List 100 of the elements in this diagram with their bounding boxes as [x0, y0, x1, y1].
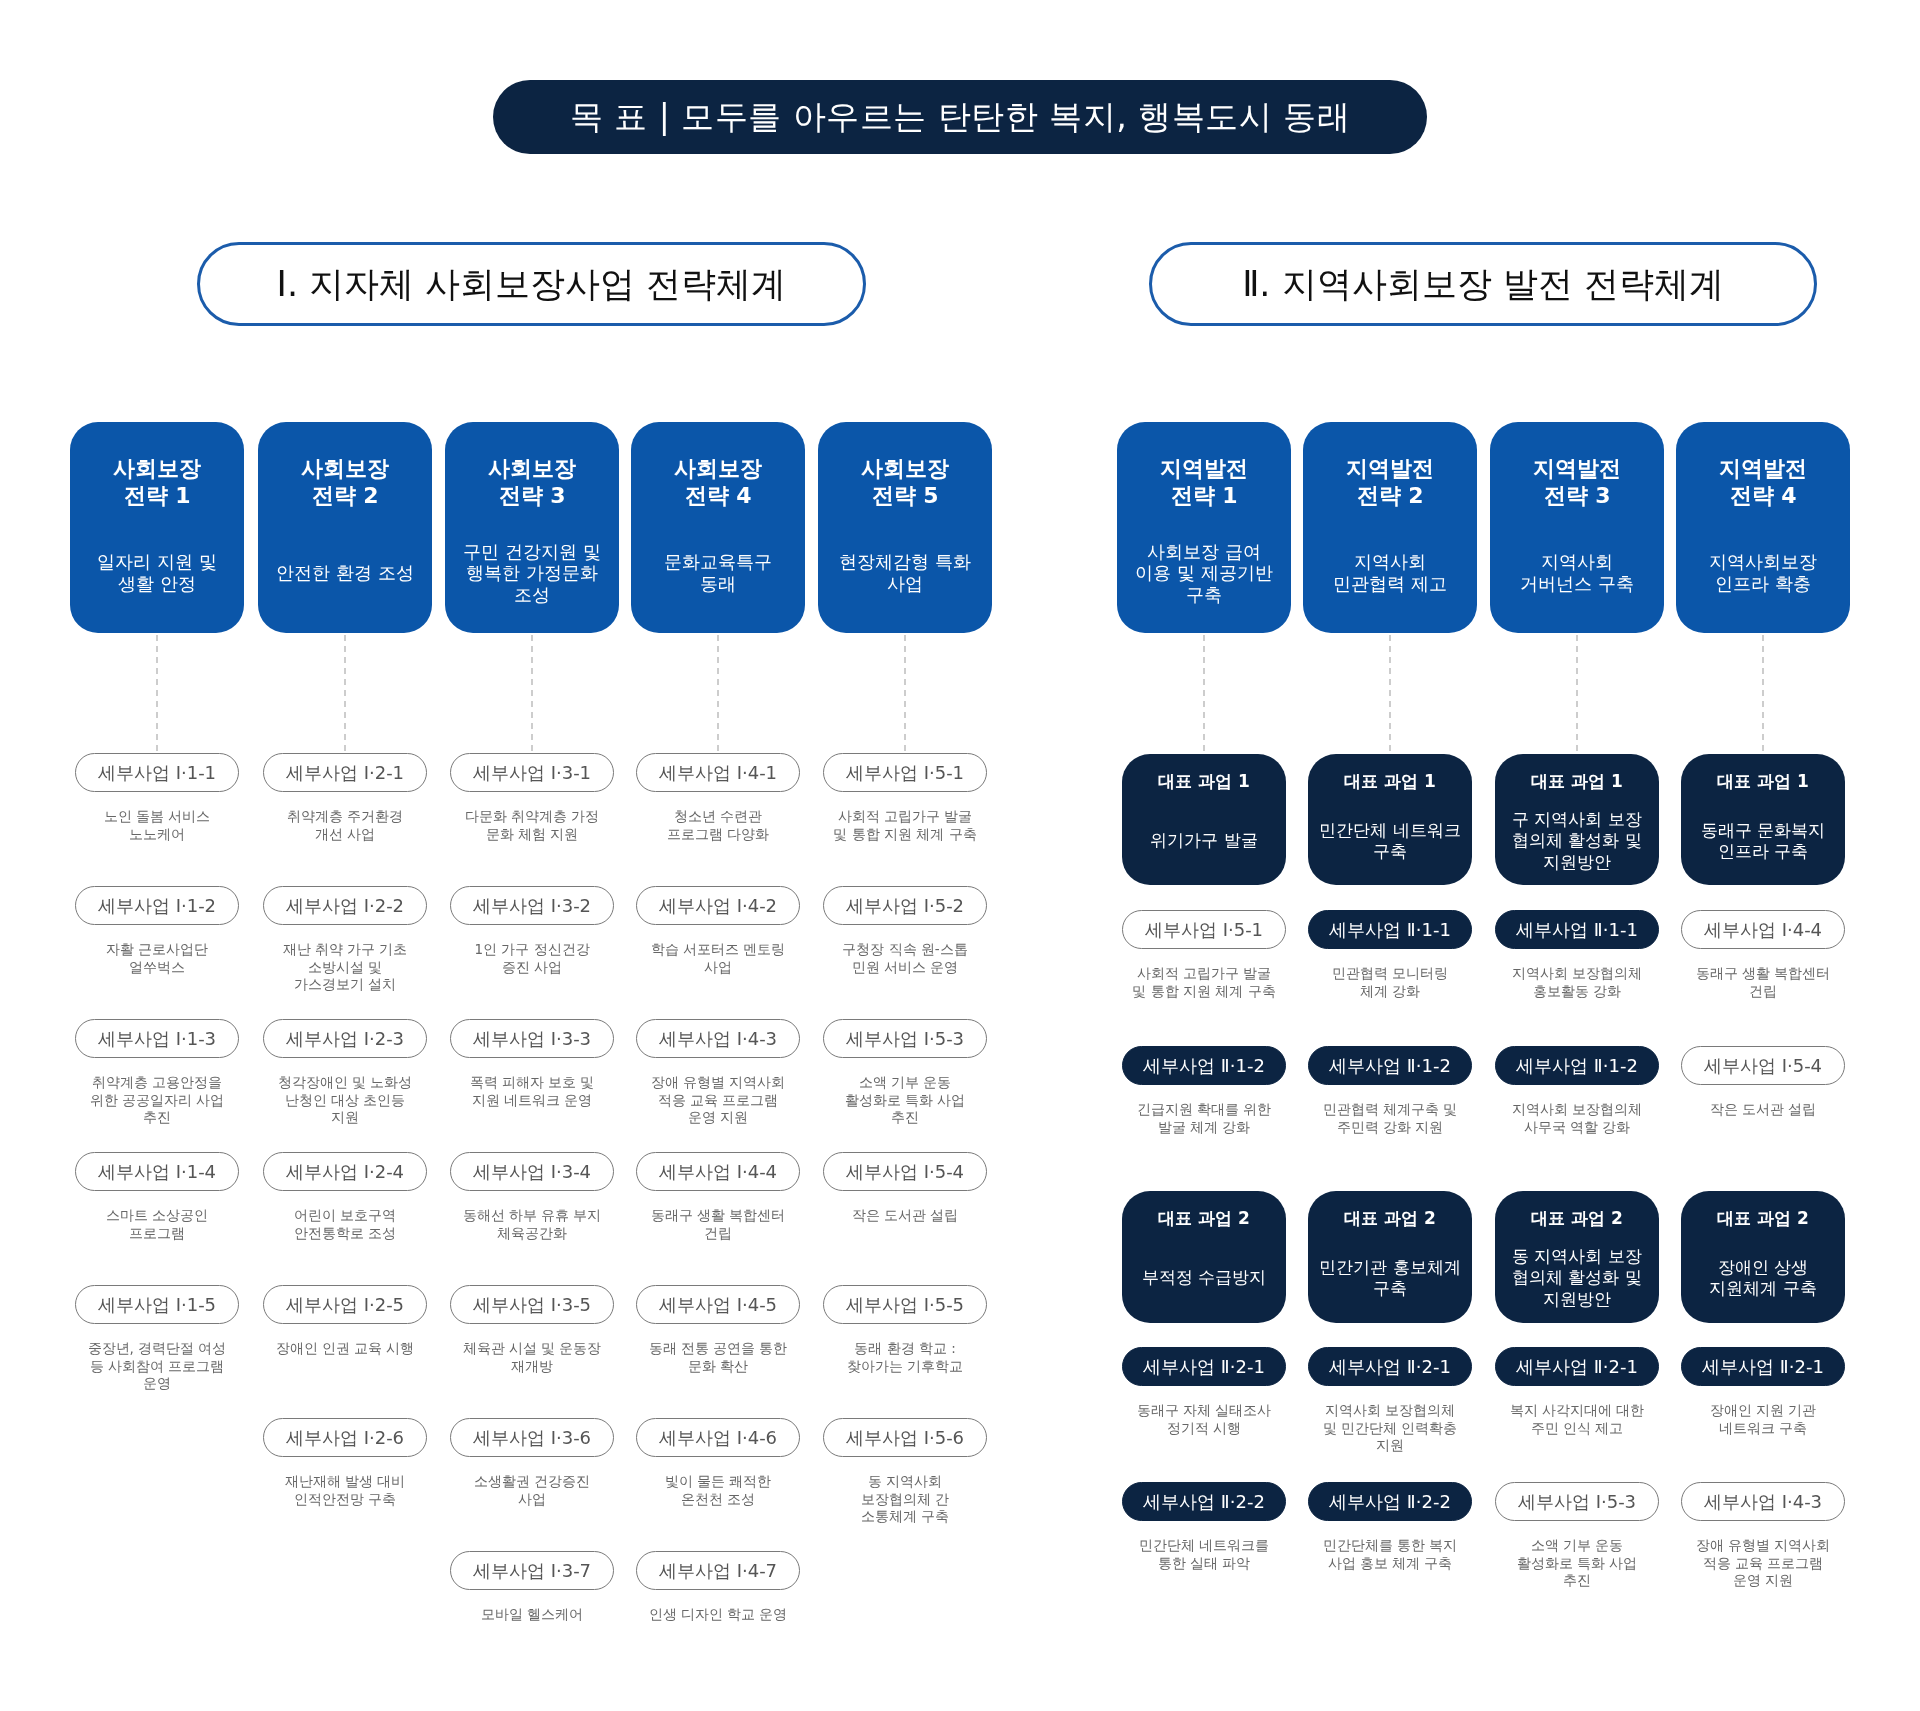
strategy-title: 지역발전 전략 4 [1719, 456, 1807, 510]
task-title: 대표 과업 1 [1531, 770, 1623, 793]
project-description: 긴급지원 확대를 위한 발굴 체계 강화 [1135, 1101, 1273, 1137]
task-title: 대표 과업 1 [1344, 770, 1436, 793]
project-tag: 세부사업 Ⅰ·3-4 [450, 1152, 614, 1191]
task-card [1122, 754, 1286, 885]
project-description: 장애 유형별 지역사회 적응 교육 프로그램 운영 지원 [1694, 1537, 1832, 1590]
strategy-description: 일자리 지원 및 생활 안정 [96, 551, 218, 595]
connector-line [717, 634, 719, 752]
strategy-description: 안전한 환경 조성 [276, 562, 414, 584]
project-tag: 세부사업 Ⅰ·5-1 [1122, 910, 1286, 949]
project-description: 스마트 소상공인 프로그램 [104, 1207, 210, 1243]
project-description: 동래 환경 학교 : 찾아가는 기후학교 [845, 1340, 965, 1376]
strategy-description: 지역사회 민관협력 제고 [1332, 551, 1448, 595]
strategy-card [70, 422, 244, 633]
project-description: 민간단체를 통한 복지 사업 홍보 체계 구축 [1321, 1537, 1459, 1573]
strategy-card [1117, 422, 1291, 633]
task-card [1681, 1191, 1845, 1323]
strategy-title: 사회보장 전략 1 [113, 456, 201, 510]
strategy-description: 지역사회보장 인프라 확충 [1708, 551, 1818, 595]
project-description: 동래구 생활 복합센터 건립 [649, 1207, 787, 1243]
project-tag: 세부사업 Ⅰ·5-4 [1681, 1046, 1845, 1085]
project-description: 다문화 취약계층 가정 문화 체험 지원 [463, 808, 601, 844]
connector-line [344, 634, 346, 752]
project-tag: 세부사업 Ⅰ·1-1 [75, 753, 239, 792]
project-description: 사회적 고립가구 발굴 및 통합 지원 체계 구축 [832, 808, 978, 844]
project-tag: 세부사업 Ⅰ·1-4 [75, 1152, 239, 1191]
task-card [1308, 1191, 1472, 1323]
task-description: 민간기관 홍보체계 구축 [1318, 1256, 1462, 1300]
project-tag: 세부사업 Ⅰ·1-2 [75, 886, 239, 925]
project-tag: 세부사업 Ⅰ·3-6 [450, 1418, 614, 1457]
project-tag: 세부사업 Ⅱ·2-1 [1308, 1347, 1472, 1386]
strategy-card [445, 422, 619, 633]
project-tag: 세부사업 Ⅰ·5-4 [823, 1152, 987, 1191]
strategy-card [1676, 422, 1850, 633]
project-description: 작은 도서관 설립 [851, 1207, 959, 1225]
strategy-description: 구민 건강지원 및 행복한 가정문화 조성 [462, 540, 602, 606]
task-description: 부적정 수급방지 [1141, 1267, 1267, 1289]
project-description: 작은 도서관 설립 [1709, 1101, 1817, 1119]
project-description: 자활 근로사업단 얼쑤벅스 [104, 941, 210, 977]
project-description: 지역사회 보장협의체 홍보활동 강화 [1510, 965, 1644, 1001]
section-header: Ⅱ. 지역사회보장 발전 전략체계 [1149, 242, 1817, 326]
project-tag: 세부사업 Ⅰ·5-5 [823, 1285, 987, 1324]
strategy-description: 지역사회 거버넌스 구축 [1519, 551, 1635, 595]
connector-line [1762, 634, 1764, 753]
project-tag: 세부사업 Ⅰ·4-1 [636, 753, 800, 792]
project-tag: 세부사업 Ⅱ·1-1 [1308, 910, 1472, 949]
project-description: 민관협력 모니터링 체계 강화 [1330, 965, 1450, 1001]
project-description: 학습 서포터즈 멘토링 사업 [649, 941, 787, 977]
project-tag: 세부사업 Ⅰ·2-2 [263, 886, 427, 925]
project-tag: 세부사업 Ⅱ·1-2 [1495, 1046, 1659, 1085]
project-tag: 세부사업 Ⅰ·5-1 [823, 753, 987, 792]
project-description: 모바일 헬스케어 [480, 1606, 584, 1624]
strategy-title: 지역발전 전략 1 [1160, 456, 1248, 510]
project-tag: 세부사업 Ⅱ·1-1 [1495, 910, 1659, 949]
connector-line [156, 634, 158, 752]
project-description: 1인 가구 정신건강 증진 사업 [473, 941, 591, 977]
project-description: 소생활권 건강증진 사업 [472, 1473, 592, 1509]
section-header: Ⅰ. 지자체 사회보장사업 전략체계 [197, 242, 866, 326]
project-tag: 세부사업 Ⅰ·5-3 [1495, 1482, 1659, 1521]
project-tag: 세부사업 Ⅰ·4-3 [1681, 1482, 1845, 1521]
project-tag: 세부사업 Ⅰ·3-7 [450, 1551, 614, 1590]
project-description: 취약계층 고용안정을 위한 공공일자리 사업 추진 [88, 1074, 226, 1127]
project-tag: 세부사업 Ⅰ·4-6 [636, 1418, 800, 1457]
project-tag: 세부사업 Ⅱ·2-2 [1308, 1482, 1472, 1521]
project-tag: 세부사업 Ⅰ·4-3 [636, 1019, 800, 1058]
project-tag: 세부사업 Ⅱ·2-1 [1495, 1347, 1659, 1386]
project-tag: 세부사업 Ⅰ·4-4 [1681, 910, 1845, 949]
project-description: 복지 사각지대에 대한 주민 인식 제고 [1508, 1402, 1646, 1438]
project-description: 동 지역사회 보장협의체 간 소통체계 구축 [859, 1473, 951, 1526]
project-description: 장애 유형별 지역사회 적응 교육 프로그램 운영 지원 [649, 1074, 787, 1127]
project-tag: 세부사업 Ⅰ·2-5 [263, 1285, 427, 1324]
strategy-title: 사회보장 전략 4 [674, 456, 762, 510]
project-description: 체육관 시설 및 운동장 재개방 [461, 1340, 603, 1376]
project-tag: 세부사업 Ⅱ·1-2 [1122, 1046, 1286, 1085]
project-description: 구청장 직속 원-스톱 민원 서비스 운영 [841, 941, 969, 977]
task-title: 대표 과업 2 [1531, 1207, 1623, 1230]
project-tag: 세부사업 Ⅰ·1-5 [75, 1285, 239, 1324]
connector-line [1576, 634, 1578, 753]
strategy-card [818, 422, 992, 633]
task-description: 장애인 상생 지원체계 구축 [1708, 1256, 1818, 1300]
task-card [1681, 754, 1845, 885]
connector-line [904, 634, 906, 752]
project-description: 동해선 하부 유휴 부지 체육공간화 [461, 1207, 603, 1243]
strategy-title: 지역발전 전략 3 [1533, 456, 1621, 510]
task-description: 동 지역사회 보장 협의체 활성화 및 지원방안 [1511, 1246, 1643, 1310]
project-description: 지역사회 보장협의체 및 민간단체 인력확충 지원 [1321, 1402, 1459, 1455]
connector-line [1389, 634, 1391, 753]
strategy-card [258, 422, 432, 633]
strategy-description: 현장체감형 특화 사업 [838, 551, 972, 595]
project-description: 인생 디자인 학교 운영 [648, 1606, 788, 1624]
project-description: 민관협력 체계구축 및 주민력 강화 지원 [1321, 1101, 1459, 1137]
strategy-title: 지역발전 전략 2 [1346, 456, 1434, 510]
project-tag: 세부사업 Ⅰ·4-5 [636, 1285, 800, 1324]
project-tag: 세부사업 Ⅰ·5-6 [823, 1418, 987, 1457]
project-tag: 세부사업 Ⅰ·3-2 [450, 886, 614, 925]
task-description: 민간단체 네트워크 구축 [1318, 819, 1462, 863]
task-title: 대표 과업 1 [1158, 770, 1250, 793]
project-tag: 세부사업 Ⅰ·4-4 [636, 1152, 800, 1191]
strategy-description: 문화교육특구 동래 [663, 551, 773, 595]
